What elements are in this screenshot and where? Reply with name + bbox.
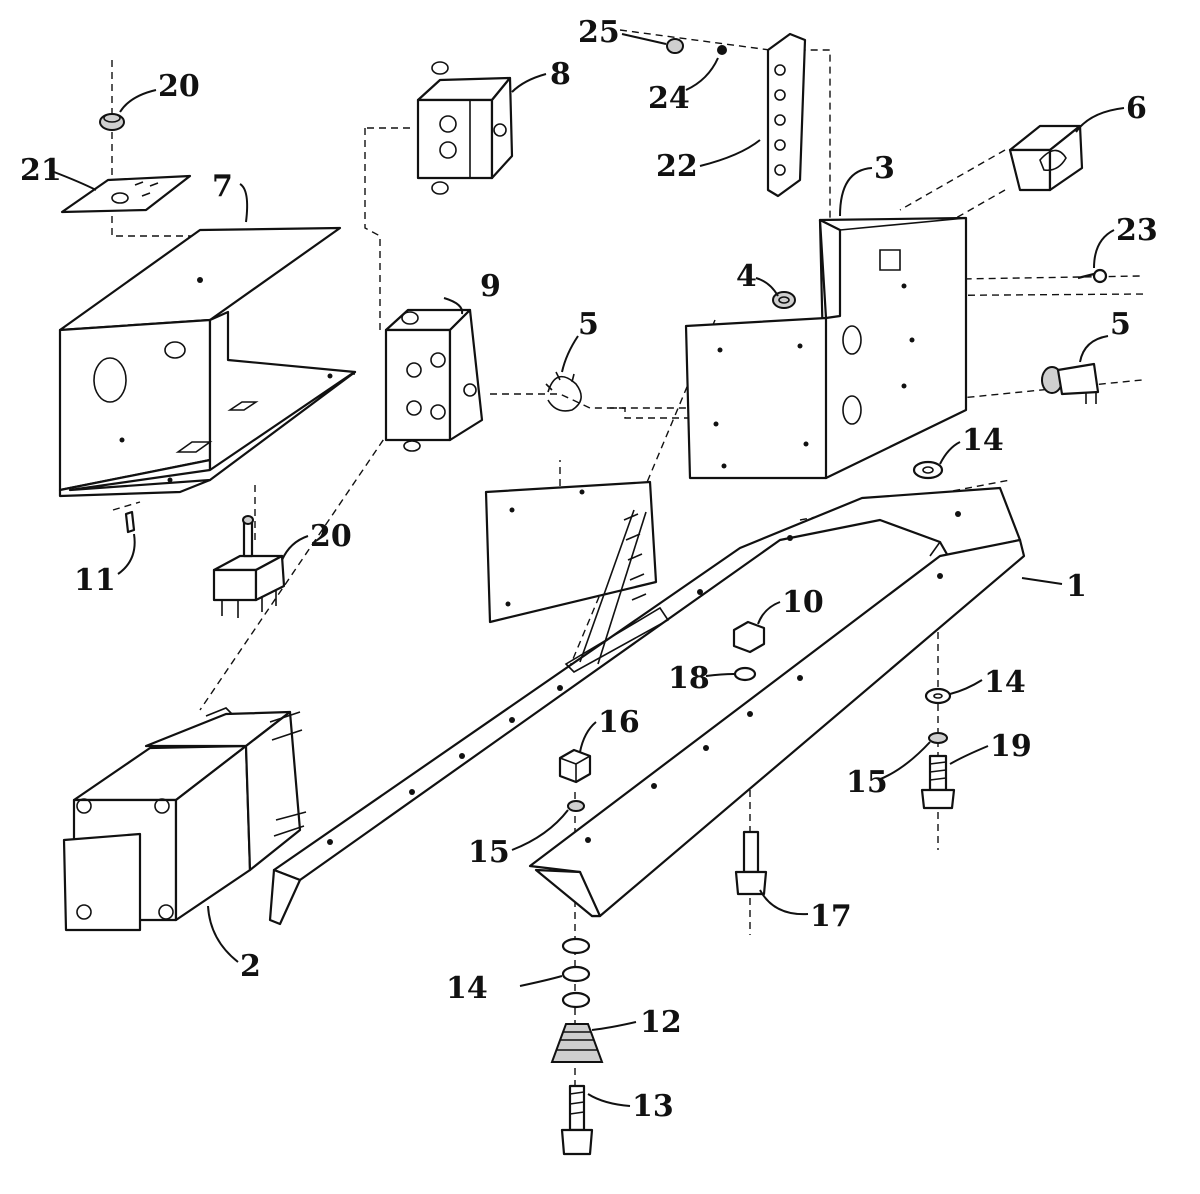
callout-14-top: 14: [962, 423, 1004, 458]
part-4-grommet: [772, 291, 796, 309]
part-22-terminal-strip: [766, 32, 807, 198]
part-21-label-plate: [60, 174, 192, 214]
callout-12: 12: [640, 1005, 682, 1040]
part-7-cover-box: [58, 226, 357, 498]
callout-21: 21: [20, 153, 62, 188]
part-3-control-box: [684, 216, 968, 480]
part-1-base-frame: [268, 480, 1026, 926]
callout-15-center: 15: [468, 835, 510, 870]
part-23-pin: [1077, 268, 1108, 284]
callout-9: 9: [480, 269, 501, 304]
callout-10: 10: [782, 585, 824, 620]
callout-5-center: 5: [578, 307, 599, 342]
part-9-relay: [384, 308, 484, 452]
callout-13: 13: [632, 1089, 674, 1124]
callout-labels: 1 2 3 4 5 5 6 7 8 9 10 11 12 13 14 14 14…: [20, 15, 1158, 1124]
callout-14-right: 14: [984, 665, 1026, 700]
part-13-bolt: [560, 1084, 594, 1156]
callout-17: 17: [810, 899, 852, 934]
part-15-lock-washer-center: [567, 800, 585, 812]
part-6-switch: [1008, 124, 1084, 192]
part-15-lock-washer-right: [928, 732, 948, 744]
callout-7: 7: [212, 169, 233, 204]
part-11-screw: [124, 510, 136, 534]
callout-4: 4: [736, 259, 757, 294]
part-18-washer: [733, 666, 757, 682]
callout-20-top: 20: [158, 69, 200, 104]
part-19-bolt: [920, 754, 956, 810]
part-10-nut: [732, 620, 766, 654]
callout-18: 18: [668, 661, 710, 696]
part-5-connector: [1041, 362, 1100, 404]
callout-23: 23: [1116, 213, 1158, 248]
callout-2: 2: [240, 949, 261, 984]
callout-14-stack: 14: [446, 971, 488, 1006]
callout-24: 24: [648, 81, 690, 116]
callout-1: 1: [1066, 569, 1087, 604]
callout-15-right: 15: [846, 765, 888, 800]
part-14-washer-right: [924, 687, 952, 705]
callout-22: 22: [656, 149, 698, 184]
callout-5-right: 5: [1110, 307, 1131, 342]
callout-20-bottom: 20: [310, 519, 352, 554]
callout-3: 3: [874, 151, 895, 186]
part-14-washer-top-right: [912, 460, 944, 480]
callout-11: 11: [74, 563, 116, 598]
part-17-bolt: [734, 830, 768, 896]
part-14-washer-stack: [561, 937, 591, 1009]
part-12-rubber-foot: [550, 1023, 604, 1063]
part-20-toggle-switch: [212, 515, 286, 618]
callout-leaders: [53, 33, 1125, 1107]
callout-16: 16: [598, 705, 640, 740]
part-2-transformer: [62, 707, 307, 932]
part-24-nut: [717, 45, 727, 55]
callout-25: 25: [578, 15, 620, 50]
part-8-relay: [416, 61, 514, 195]
callout-19: 19: [990, 729, 1032, 764]
callout-8: 8: [550, 57, 571, 92]
callout-6: 6: [1126, 91, 1147, 126]
part-5-clip-ring: [545, 371, 582, 412]
part-25-washer: [666, 38, 684, 54]
part-20-knob: [99, 113, 125, 131]
part-16-hex-nut: [558, 748, 592, 784]
